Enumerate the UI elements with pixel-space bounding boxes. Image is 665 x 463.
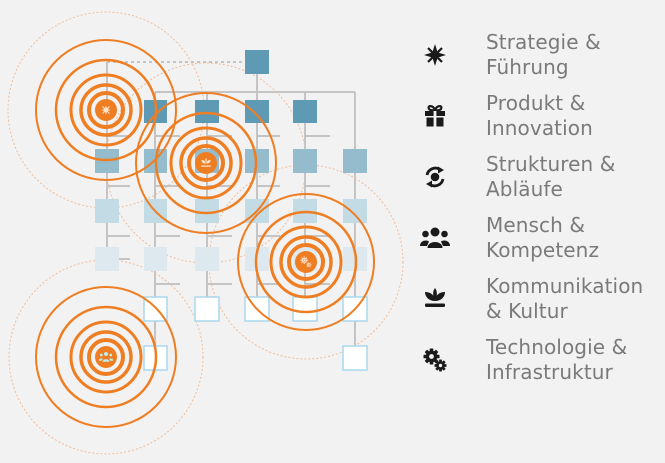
- legend-label-line: Abläufe: [486, 177, 563, 201]
- hotspot-culture: [135, 92, 277, 234]
- legend-item: Technologie &Infrastruktur: [418, 335, 663, 396]
- legend-label-line: Produkt &: [486, 91, 586, 115]
- hotspot-people: [35, 286, 177, 428]
- legend-label-line: Strategie &: [486, 30, 601, 54]
- node-square: [144, 247, 167, 271]
- legend-label: Strategie &Führung: [486, 30, 601, 80]
- legend-item: Produkt &Innovation: [418, 91, 663, 152]
- legend-label: Strukturen &Abläufe: [486, 152, 615, 202]
- gears-icon: [418, 343, 452, 377]
- legend-label: Produkt &Innovation: [486, 91, 593, 141]
- node-square: [343, 199, 367, 223]
- legend-item: Kommunikation& Kultur: [418, 274, 663, 335]
- legend-item: Strukturen &Abläufe: [418, 152, 663, 213]
- legend-label: Kommunikation& Kultur: [486, 274, 643, 324]
- node-square: [95, 247, 119, 271]
- people-icon: [418, 221, 452, 255]
- node-square-outline: [342, 345, 368, 371]
- legend-label-line: Kommunikation: [486, 274, 644, 298]
- legend-label-line: Führung: [486, 55, 569, 79]
- node-square: [343, 149, 367, 173]
- compass-icon: [418, 38, 452, 72]
- node-square: [245, 100, 269, 123]
- legend-label: Mensch &Kompetenz: [486, 213, 599, 263]
- node-square: [95, 199, 119, 223]
- legend-label-line: Technologie &: [486, 335, 628, 359]
- legend-label-line: Kompetenz: [486, 238, 600, 262]
- node-square-outline: [292, 296, 318, 322]
- hotspot-technology: [237, 193, 375, 331]
- legend-label-line: Infrastruktur: [486, 360, 613, 384]
- node-square: [293, 100, 317, 123]
- node-square-outline: [194, 296, 220, 322]
- legend-item: Strategie &Führung: [418, 30, 663, 91]
- plant-icon: [418, 282, 452, 316]
- legend-label-line: Mensch &: [486, 213, 586, 237]
- hotspot-strategy: [35, 39, 177, 181]
- legend-label-line: Strukturen &: [486, 152, 616, 176]
- org-network-diagram: [7, 11, 404, 455]
- node-square: [195, 247, 219, 271]
- legend-label-line: Innovation: [486, 116, 593, 140]
- gift-icon: [418, 99, 452, 133]
- node-square: [245, 50, 269, 74]
- legend-label: Technologie &Infrastruktur: [486, 335, 627, 385]
- node-square: [293, 149, 317, 173]
- legend-item: Mensch &Kompetenz: [418, 213, 663, 274]
- cycle-icon: [418, 160, 452, 194]
- node-square: [195, 100, 219, 123]
- legend-label-line: & Kultur: [486, 299, 568, 323]
